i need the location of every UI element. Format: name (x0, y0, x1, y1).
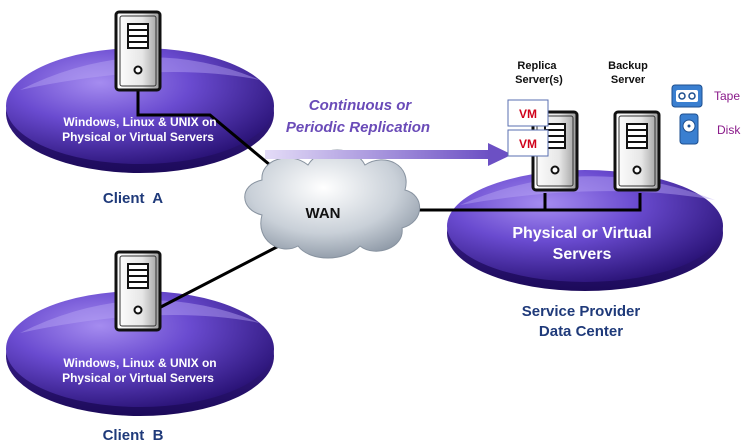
backup-label-line1: Backup (608, 60, 648, 72)
client-b-platform (6, 291, 274, 416)
vm-box-1 (507, 99, 549, 127)
client-a-server-icon (114, 10, 162, 92)
client-b-platform-line2: Physical or Virtual Servers (62, 371, 214, 385)
vm-label-1: VM (519, 107, 537, 121)
client-b-caption: Client B (103, 427, 164, 444)
client-a-platform (6, 48, 274, 173)
backup-server-icon (613, 110, 661, 192)
backup-link (545, 193, 642, 212)
wan-cloud (244, 149, 421, 259)
client-b-server-icon (114, 250, 162, 332)
tape-icon (671, 84, 703, 108)
backup-label-line2: Server (611, 74, 646, 86)
client-a-link (136, 90, 301, 192)
client-a-caption: Client A (103, 190, 163, 207)
data-center-caption-line1: Service Provider (522, 303, 641, 320)
client-b-platform-line1: Windows, Linux & UNIX on (63, 356, 216, 370)
replication-line1: Continuous or (309, 97, 413, 114)
data-center-caption-line2: Data Center (539, 323, 623, 340)
data-center-platform-line2: Servers (553, 246, 612, 263)
disk-icon (679, 113, 699, 145)
replication-arrow (265, 143, 512, 166)
vm-label-2: VM (519, 137, 537, 151)
legend-disk-label: Disk (717, 123, 741, 137)
vm-box-2 (507, 129, 549, 157)
replica-label-line1: Replica (517, 60, 557, 72)
client-a-platform-line2: Physical or Virtual Servers (62, 130, 214, 144)
client-a-platform-line1: Windows, Linux & UNIX on (63, 115, 216, 129)
replication-line2: Periodic Replication (286, 119, 430, 136)
data-center-platform-line1: Physical or Virtual (512, 225, 651, 242)
replica-label-line2: Server(s) (515, 74, 563, 86)
wan-label: WAN (306, 205, 341, 222)
legend-tape-label: Tape (714, 89, 740, 103)
